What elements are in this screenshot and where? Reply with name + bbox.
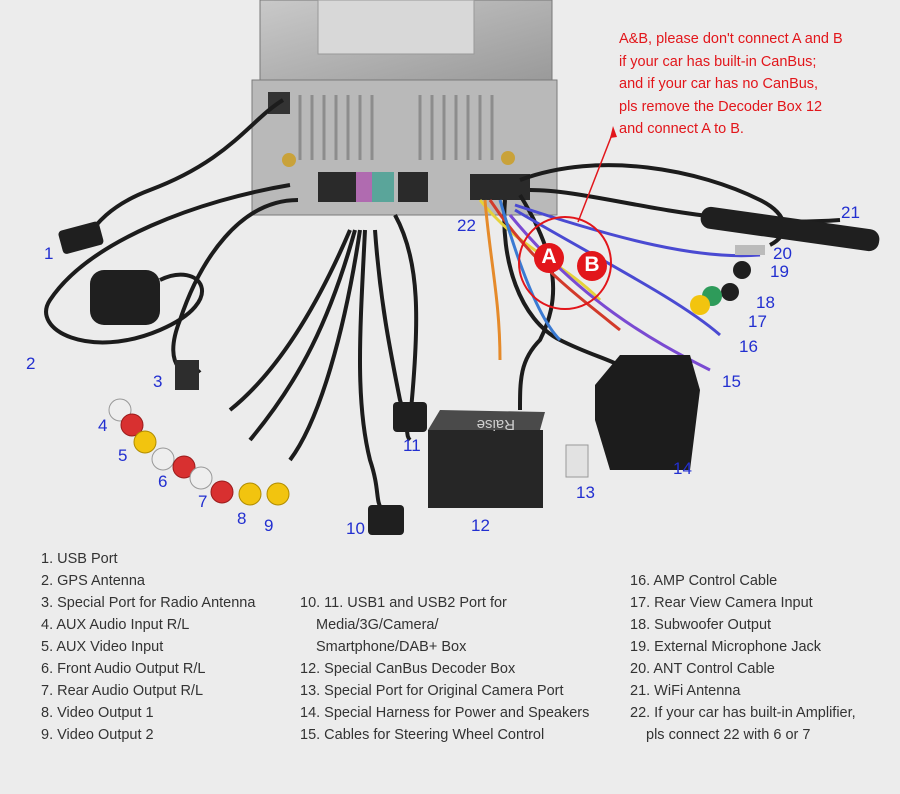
callout-18: 18 [756,293,775,312]
callout-7: 7 [198,492,208,511]
legend-item: 15. Cables for Steering Wheel Control [300,727,545,743]
note-line: pls remove the Decoder Box 12 [619,98,823,115]
callout-14: 14 [673,459,692,478]
legend-item: 4. AUX Audio Input R/L [41,617,190,633]
legend-item: Smartphone/DAB+ Box [316,639,467,655]
note-line: and if your car has no CanBus, [619,76,819,92]
ab-highlight-circle [518,216,612,310]
legend-item: 17. Rear View Camera Input [630,595,813,611]
callout-17: 17 [748,312,767,331]
wiring-diagram: Raise A B A&B, please don't connect A an… [26,0,889,538]
callout-8: 8 [237,509,247,528]
callout-16: 16 [739,337,758,356]
rca-plugs [108,398,290,506]
note-line: and connect A to B. [619,121,744,137]
legend-item: 13. Special Port for Original Camera Por… [300,683,564,699]
note-arrow [577,131,614,223]
legend-item: Media/3G/Camera/ [316,617,439,633]
legend-column-3: 16. AMP Control Cable 17. Rear View Came… [630,570,856,746]
wifi-antenna [700,206,880,252]
usb-port-11 [393,402,427,432]
legend-item: pls connect 22 with 6 or 7 [646,727,811,743]
radio-antenna-port [175,360,199,390]
label-b-dot [577,251,607,281]
legend-column-1: 1. USB Port 2. GPS Antenna 3. Special Po… [41,548,255,746]
legend-item: 14. Special Harness for Power and Speake… [300,705,590,721]
legend-item: 8. Video Output 1 [41,705,154,721]
wiring-illustration: Raise [44,0,880,535]
callout-1: 1 [44,244,54,263]
callout-10: 10 [346,519,365,538]
legend-item: 22. If your car has built-in Amplifier, [630,705,856,721]
callout-21: 21 [841,203,860,222]
callout-11: 11 [403,436,421,455]
camera-port [565,444,589,478]
legend-item: 10. 11. USB1 and USB2 Port for [300,595,507,611]
usb-port-1 [58,221,104,254]
callout-19: 19 [770,262,789,281]
legend-item: 6. Front Audio Output R/L [41,661,206,677]
legend-item: 2. GPS Antenna [41,573,145,589]
callout-13: 13 [576,483,595,502]
canbus-decoder-box [428,410,545,508]
power-speaker-harness [595,355,700,470]
callout-3: 3 [153,372,163,391]
gps-antenna [90,270,160,325]
note-arrowhead [610,126,617,138]
callout-22: 22 [457,216,476,235]
decoder-box-label: Raise [477,416,515,433]
callout-6: 6 [158,472,168,491]
callout-4: 4 [98,416,108,435]
legend-item: 16. AMP Control Cable [630,573,778,589]
callout-20: 20 [773,244,792,263]
legend-item: 18. Subwoofer Output [630,617,772,633]
note-line: A&B, please don't connect A and B [619,31,843,47]
legend-item: 21. WiFi Antenna [630,683,741,699]
legend-item: 20. ANT Control Cable [630,661,775,677]
usb-port-10 [368,505,404,535]
legend-item: 7. Rear Audio Output R/L [41,683,204,699]
canbus-note: A&B, please don't connect A and B if you… [619,28,889,141]
label-a-dot [534,243,564,273]
legend-item: 5. AUX Video Input [41,639,164,655]
callout-15: 15 [722,372,741,391]
legend-item: 1. USB Port [41,551,118,567]
legend-item: 12. Special CanBus Decoder Box [300,661,516,677]
legend-item: 19. External Microphone Jack [630,639,822,655]
legend-item: 3. Special Port for Radio Antenna [41,595,256,611]
label-b: B [584,253,600,276]
right-connectors [690,245,765,315]
note-line: if your car has built-in CanBus; [619,53,817,70]
callout-5: 5 [118,446,128,465]
legend-column-2: 10. 11. USB1 and USB2 Port for Media/3G/… [300,592,589,746]
callout-9: 9 [264,516,274,535]
label-a: A [541,245,557,268]
head-unit-chassis [251,0,558,216]
legend-item: 9. Video Output 2 [41,727,154,743]
callout-12: 12 [471,516,490,535]
callout-2: 2 [26,354,36,373]
